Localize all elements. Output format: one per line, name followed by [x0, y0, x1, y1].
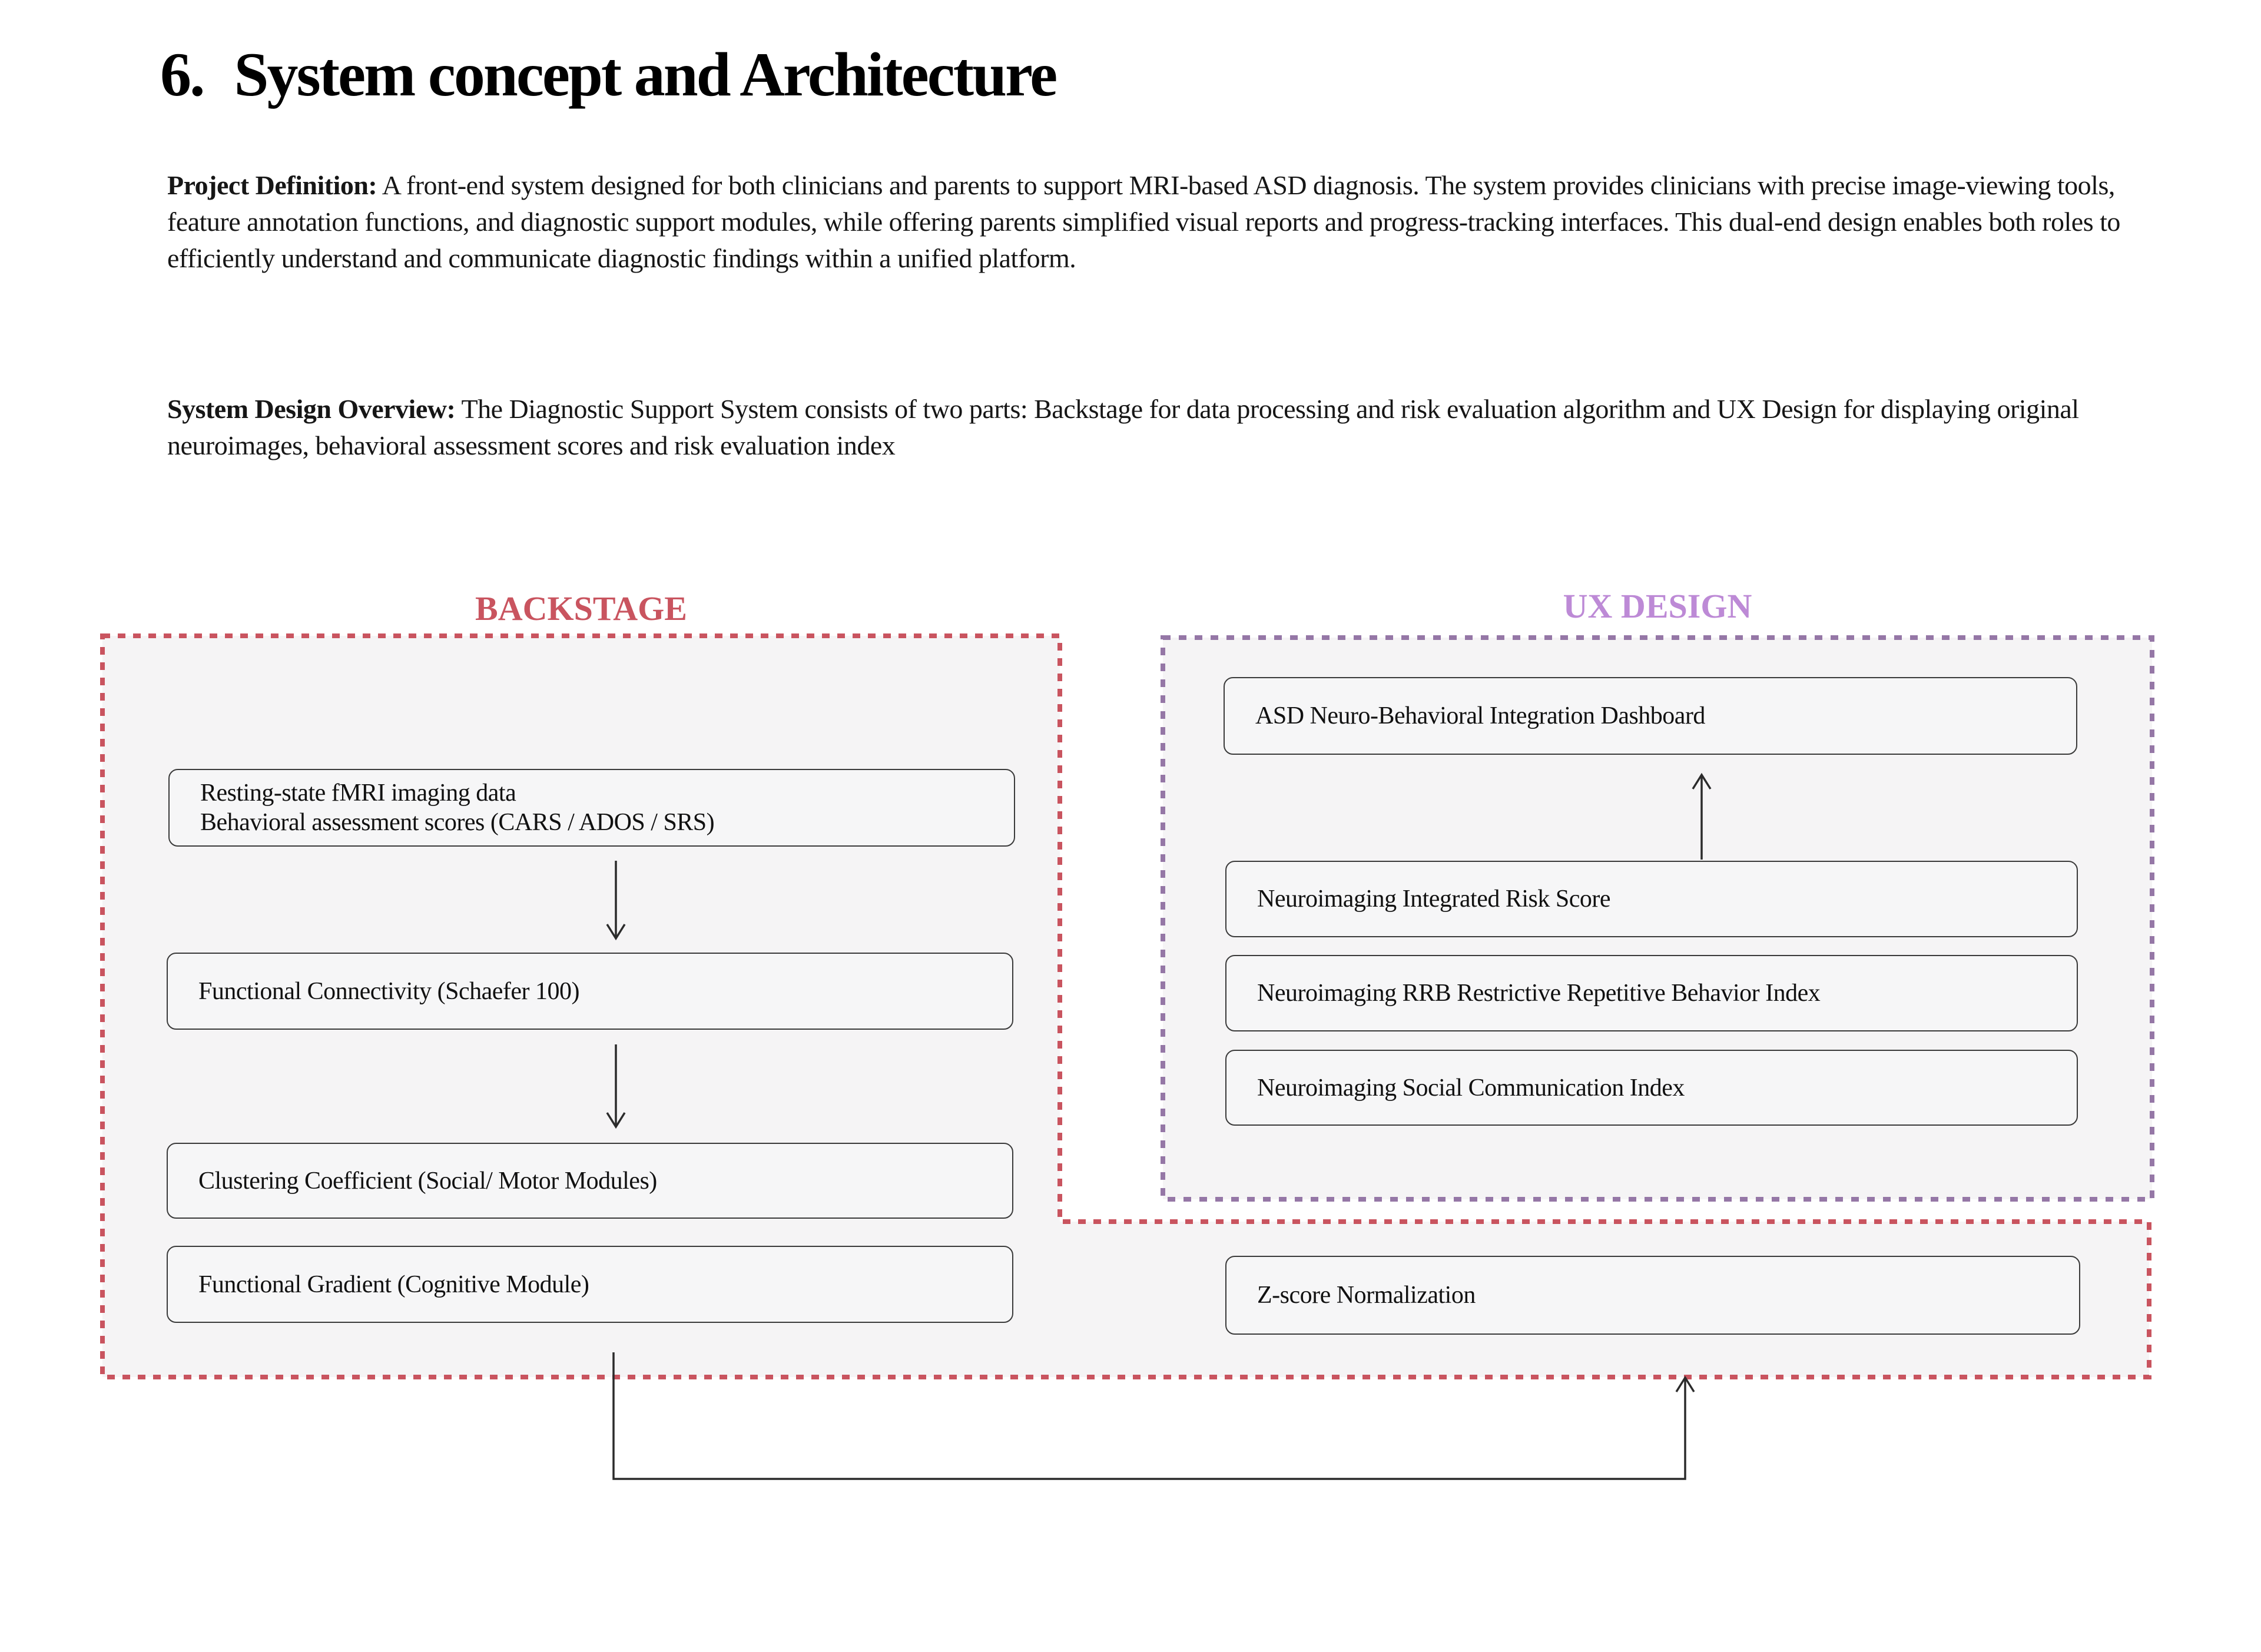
node-integration-dashboard-label: ASD Neuro-Behavioral Integration Dashboa…: [1255, 702, 1705, 729]
node-clustering-coefficient-label: Clustering Coefficient (Social/ Motor Mo…: [198, 1167, 657, 1195]
system-design-overview-label: System Design Overview:: [167, 394, 456, 424]
node-functional-connectivity-label: Functional Connectivity (Schaefer 100): [198, 977, 580, 1005]
node-input-data: Resting-state fMRI imaging data Behavior…: [168, 769, 1015, 847]
backstage-region-label: BACKSTAGE: [475, 589, 687, 628]
node-rrb-behavior-index-label: Neuroimaging RRB Restrictive Repetitive …: [1257, 980, 1821, 1007]
project-definition-label: Project Definition:: [167, 170, 377, 200]
node-social-communication-index: Neuroimaging Social Communication Index: [1225, 1050, 2078, 1126]
section-title: 6. System concept and Architecture: [160, 39, 1058, 111]
system-design-overview-paragraph: System Design Overview: The Diagnostic S…: [167, 391, 2128, 464]
node-integration-dashboard: ASD Neuro-Behavioral Integration Dashboa…: [1224, 677, 2077, 755]
section-number: 6.: [160, 40, 205, 109]
system-design-overview-text: The Diagnostic Support System consists o…: [167, 394, 2079, 460]
node-rrb-behavior-index: Neuroimaging RRB Restrictive Repetitive …: [1225, 955, 2078, 1031]
arrow-data-to-connectivity: [606, 861, 626, 941]
node-input-data-line2: Behavioral assessment scores (CARS / ADO…: [200, 809, 715, 836]
node-functional-gradient-label: Functional Gradient (Cognitive Module): [198, 1270, 589, 1298]
node-integrated-risk-score-label: Neuroimaging Integrated Risk Score: [1257, 885, 1611, 913]
project-definition-text: A front-end system designed for both cli…: [167, 170, 2120, 273]
node-clustering-coefficient: Clustering Coefficient (Social/ Motor Mo…: [167, 1143, 1013, 1219]
node-functional-gradient: Functional Gradient (Cognitive Module): [167, 1246, 1013, 1323]
project-definition-paragraph: Project Definition: A front-end system d…: [167, 167, 2128, 277]
node-input-data-line1: Resting-state fMRI imaging data: [200, 779, 516, 807]
arrow-riskscore-to-dashboard: [1692, 772, 1712, 860]
node-social-communication-index-label: Neuroimaging Social Communication Index: [1257, 1074, 1685, 1102]
connector-gradient-to-zscore: [612, 1352, 1695, 1480]
node-integrated-risk-score: Neuroimaging Integrated Risk Score: [1225, 861, 2078, 937]
node-zscore-normalization: Z-score Normalization: [1225, 1256, 2080, 1335]
section-title-text: System concept and Architecture: [234, 40, 1058, 109]
node-zscore-normalization-label: Z-score Normalization: [1257, 1282, 1476, 1309]
node-functional-connectivity: Functional Connectivity (Schaefer 100): [167, 953, 1013, 1030]
arrow-connectivity-to-clustering: [606, 1044, 626, 1129]
ux-design-region-label: UX DESIGN: [1563, 587, 1752, 625]
